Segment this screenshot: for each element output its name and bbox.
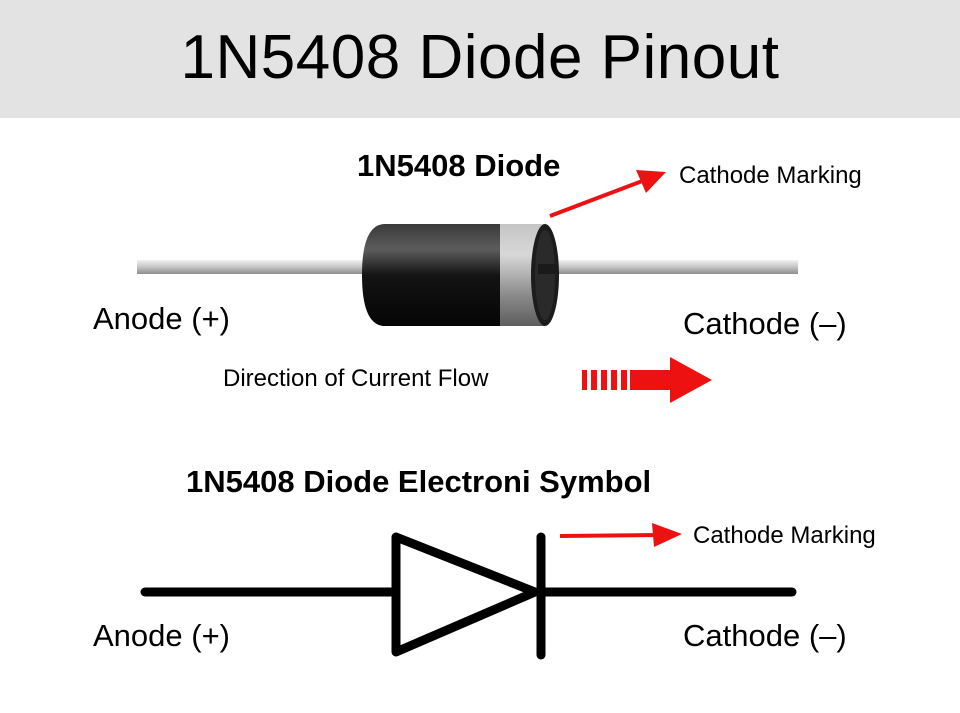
header-bar bbox=[0, 0, 960, 118]
symbol-cathode-marking-label: Cathode Marking bbox=[693, 522, 876, 549]
diode-body bbox=[362, 224, 505, 326]
current-flow-label: Direction of Current Flow bbox=[223, 365, 489, 392]
photo-section-title: 1N5408 Diode bbox=[357, 148, 561, 183]
cathode-band bbox=[500, 224, 559, 326]
symbol-cathode-label: Cathode (–) bbox=[683, 618, 847, 653]
anode-lead bbox=[137, 260, 377, 274]
diode-symbol bbox=[140, 532, 797, 660]
symbol-anode-label: Anode (+) bbox=[93, 618, 231, 653]
photo-cathode-marking-label: Cathode Marking bbox=[679, 162, 862, 189]
cathode-lead-stub bbox=[538, 264, 558, 274]
symbol-section-title: 1N5408 Diode Electroni Symbol bbox=[186, 464, 652, 499]
photo-anode-label: Anode (+) bbox=[93, 301, 231, 336]
cathode-lead bbox=[545, 260, 798, 274]
photo-cathode-label: Cathode (–) bbox=[683, 306, 847, 341]
symbol-triangle bbox=[391, 532, 540, 657]
symbol-cathode-marking-arrow bbox=[559, 523, 682, 547]
current-flow-arrow bbox=[582, 357, 712, 403]
page-title: 1N5408 Diode Pinout bbox=[180, 23, 780, 92]
cathode-marking-arrow bbox=[549, 170, 666, 218]
